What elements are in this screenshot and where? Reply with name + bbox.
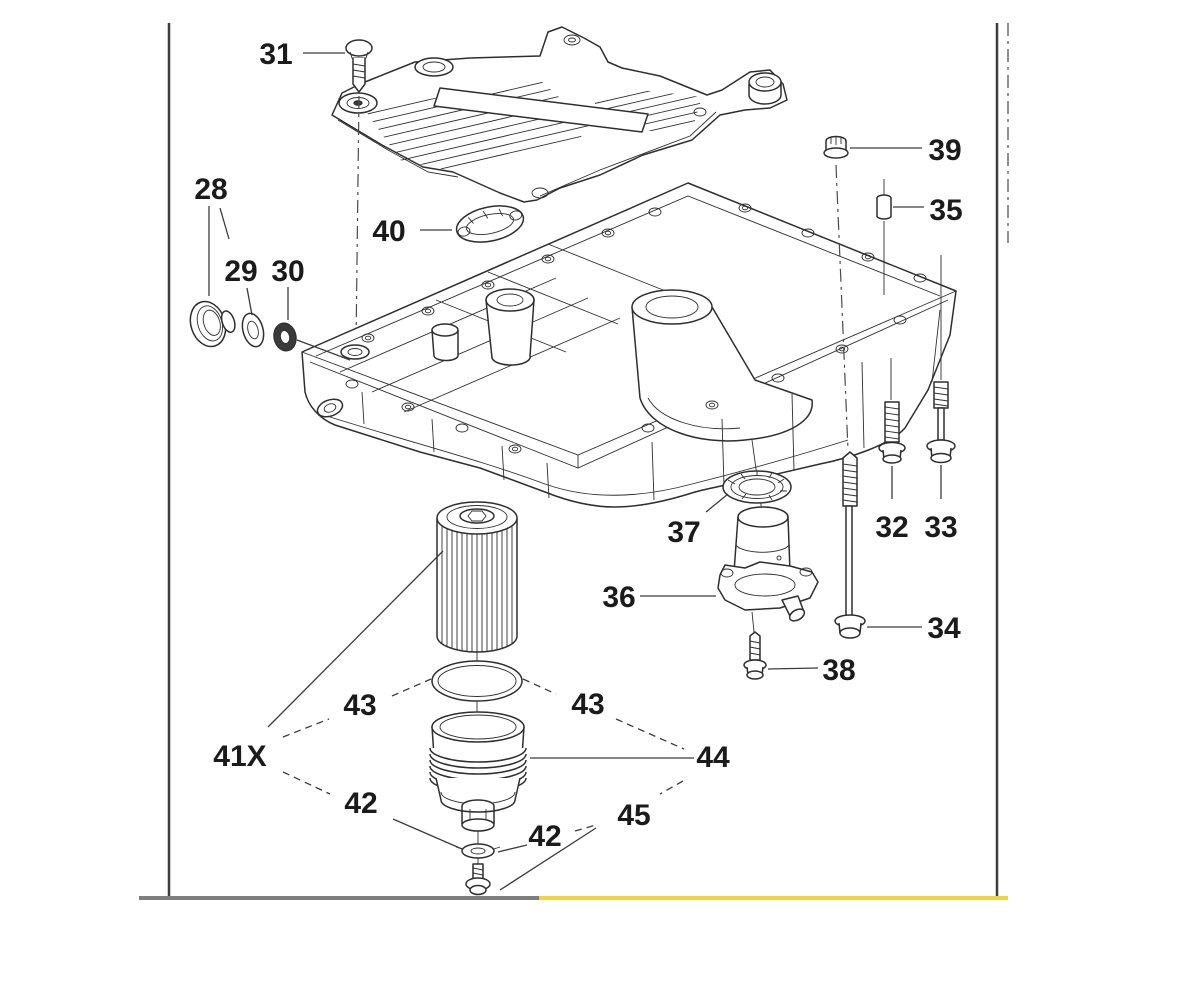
bolt-32 (878, 358, 906, 499)
filter-hex-hole (467, 510, 487, 522)
oring-43 (431, 660, 523, 702)
callout-43-left: 43 (343, 689, 376, 722)
leader-lines (208, 52, 924, 891)
leader-42a (392, 818, 463, 850)
pan-wall-lines (329, 309, 941, 501)
callout-28: 28 (194, 173, 227, 206)
baffle-tab-hole (531, 187, 549, 199)
dash-41x-43a (282, 718, 330, 738)
callout-38: 38 (822, 654, 855, 687)
oil-pan (301, 182, 957, 508)
leader-38 (767, 667, 819, 670)
callout-39: 39 (928, 134, 961, 167)
callout-42-left: 42 (344, 787, 377, 820)
drain-plug-28 (189, 300, 236, 348)
flange-nut-39 (823, 135, 849, 451)
callout-44: 44 (696, 741, 730, 774)
leader-42b (497, 844, 528, 853)
callout-42-center: 42 (528, 820, 561, 853)
filter-cap-44 (429, 711, 527, 845)
callout-30: 30 (271, 255, 304, 288)
cap-35 (876, 179, 892, 295)
pan-drain-boss (316, 398, 344, 418)
baffle-plate (331, 26, 788, 203)
leader-28-tick (219, 207, 230, 240)
callout-37: 37 (667, 516, 700, 549)
baffle-arm-hole (563, 34, 581, 46)
baffle-hole-right (693, 107, 707, 117)
pan-rim-hole-31 (340, 344, 370, 360)
callout-labels: 31 28 29 30 40 39 35 37 36 32 33 34 38 4… (194, 38, 962, 853)
baffle-boss-left (338, 92, 378, 114)
callout-33: 33 (924, 511, 957, 544)
pan-boss-small (431, 323, 459, 362)
screw-31 (345, 39, 373, 346)
leader-29 (246, 287, 253, 316)
baffle-boss-mid (414, 57, 454, 77)
dash-41x-42a (282, 771, 331, 795)
oring-37 (722, 439, 792, 513)
filter-cartridge (436, 501, 518, 712)
callout-34: 34 (927, 612, 961, 645)
baffle-boss-right-cylinder (748, 72, 782, 105)
pan-cylinder-small (485, 288, 535, 366)
kit-dashed-lines (282, 678, 685, 832)
dash-45-tick (574, 824, 597, 832)
callout-41x: 41X (213, 740, 266, 773)
washer-42 (455, 843, 501, 864)
callout-40: 40 (372, 215, 405, 248)
leader-45 (499, 827, 597, 891)
leader-41x-filter (267, 550, 444, 728)
screw-38 (743, 631, 767, 680)
leader-37 (705, 493, 729, 513)
dash-43a-ring (391, 678, 432, 697)
callout-36: 36 (602, 581, 635, 614)
dash-43b-44 (615, 718, 685, 750)
seal-30 (273, 322, 297, 352)
screw-45 (465, 863, 491, 896)
callout-45: 45 (617, 799, 650, 832)
callout-35: 35 (929, 194, 962, 227)
callout-32: 32 (875, 511, 908, 544)
washer-29 (241, 312, 265, 348)
pan-rim-bolt-holes (345, 203, 927, 454)
gasket-40 (455, 205, 525, 243)
baffle-crossbar (433, 87, 649, 133)
callout-43-right: 43 (571, 688, 604, 721)
oil-pickup-36 (717, 506, 819, 633)
dash-ring-43b (522, 678, 557, 695)
callout-31: 31 (259, 38, 292, 71)
page-border-lines (167, 23, 1009, 897)
pan-cylinder-large (631, 289, 813, 442)
dash-44-tick (659, 780, 684, 795)
callout-29: 29 (224, 255, 257, 288)
bolt-34 (834, 451, 922, 639)
bolt-33 (926, 255, 956, 499)
leader-30-pan (296, 339, 351, 361)
